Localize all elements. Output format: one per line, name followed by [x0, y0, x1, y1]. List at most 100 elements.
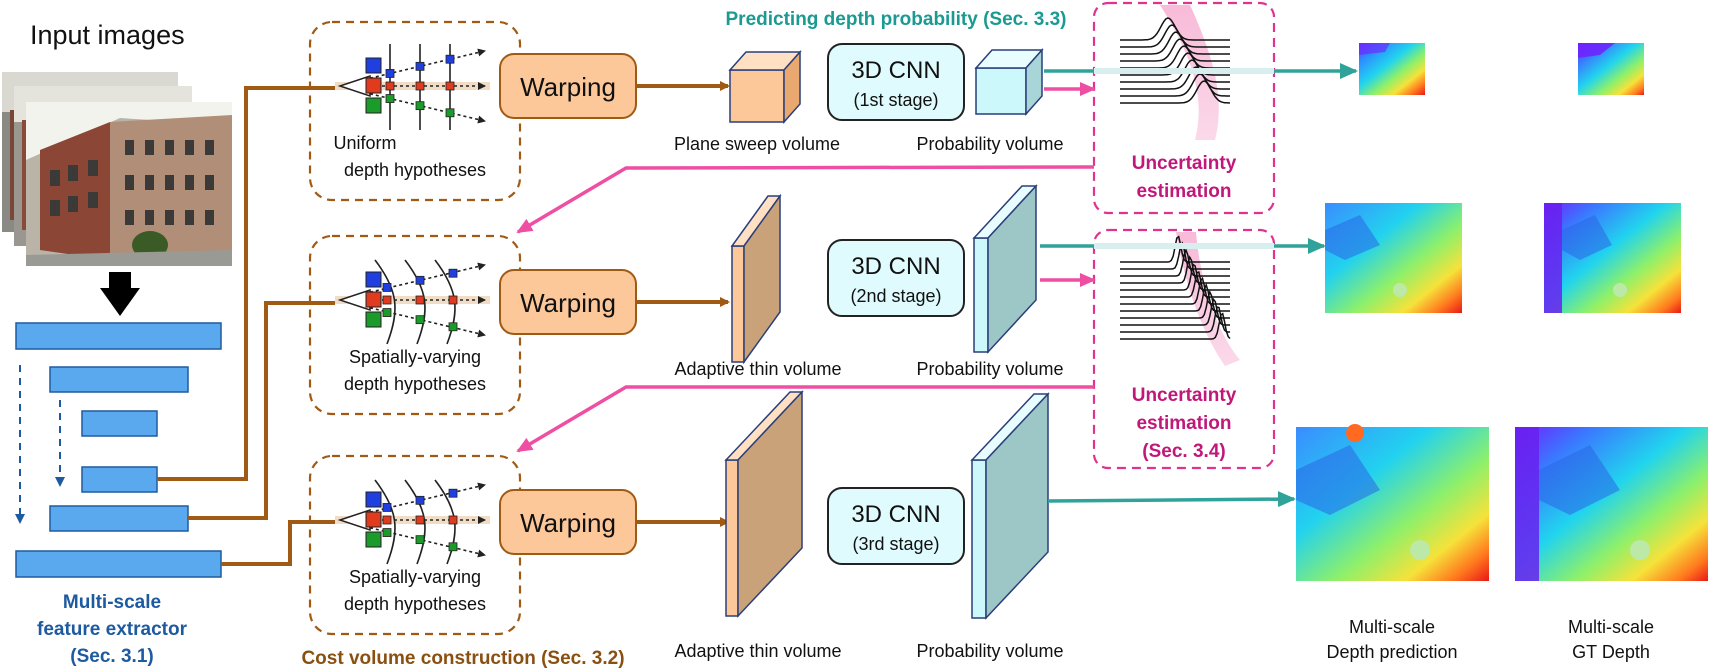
- depth-sample-point: [448, 295, 458, 305]
- hypotheses-label-1-line-1: Uniform: [333, 133, 396, 153]
- pixel-sample: [365, 77, 382, 94]
- depth-prediction-label-1: Multi-scale: [1349, 617, 1435, 637]
- hypotheses-label-3-line-2: depth hypotheses: [344, 594, 486, 614]
- pixel-sample: [365, 511, 382, 528]
- depth-sample-point: [385, 69, 395, 78]
- cnn-label-1: 3D CNN: [851, 57, 940, 84]
- magenta-feedback-arrow-2: [516, 385, 1094, 453]
- hypothesis-plane: [404, 259, 426, 345]
- uncertainty-label-1-line-2: estimation: [1136, 181, 1231, 202]
- distribution-curve: [1120, 306, 1230, 333]
- distribution-curve: [1120, 24, 1230, 48]
- distribution-curve: [1120, 263, 1230, 291]
- adaptive-thin-volume-2: [724, 390, 804, 618]
- connector-stage-1: [157, 86, 335, 481]
- warping-arrows: [636, 81, 730, 527]
- depth-sample-point: [415, 535, 425, 545]
- distribution-curve: [1120, 247, 1230, 277]
- depth-sample-point: [415, 81, 425, 91]
- uncertainty-box-2: [1092, 228, 1276, 470]
- distribution-curve: [1120, 38, 1230, 62]
- feature-bar-2: [49, 366, 189, 393]
- pixel-sample: [365, 531, 382, 548]
- gt-depth-image-1: [1578, 43, 1644, 95]
- adaptive-thin-volume-1: [730, 193, 782, 365]
- cnn-label-2: 3D CNN: [851, 253, 940, 280]
- connector-stage-3: [221, 520, 335, 566]
- distribution-curve: [1120, 80, 1231, 104]
- depth-sample-point: [448, 322, 458, 332]
- cnn-stage-2: (2nd stage): [850, 286, 941, 306]
- feature-bar-1: [15, 322, 222, 350]
- input-image-front: [26, 102, 232, 266]
- volume-label-2: Adaptive thin volume: [674, 359, 841, 379]
- connector-stage-2: [188, 301, 335, 520]
- warping-label-2: Warping: [520, 288, 616, 318]
- extractor-label-3: (Sec. 3.1): [70, 646, 153, 667]
- cnn-label-3: 3D CNN: [851, 501, 940, 528]
- prob-label-2: Probability volume: [916, 359, 1063, 379]
- uncertainty-band-1: [1160, 5, 1219, 140]
- feature-extractor: [15, 322, 222, 578]
- pixel-sample: [365, 97, 382, 114]
- distribution-curve: [1120, 66, 1230, 90]
- depth-prediction-label-2: Depth prediction: [1326, 642, 1457, 662]
- warping-box-3: Warping: [499, 489, 637, 555]
- hypothesis-plane: [374, 259, 396, 345]
- pixel-sample: [365, 291, 382, 308]
- feature-bar-6: [15, 550, 222, 578]
- depth-sample-point: [382, 308, 392, 317]
- distribution-curve: [1120, 31, 1230, 55]
- hypotheses-label-2-line-2: depth hypotheses: [344, 374, 486, 394]
- warping-box-1: Warping: [499, 53, 637, 119]
- depth-sample-point: [385, 81, 395, 91]
- cnn-box-2: 3D CNN (2nd stage): [827, 239, 965, 317]
- probability-distribution-curves-2: [1120, 235, 1231, 340]
- distribution-curve: [1120, 312, 1231, 340]
- depth-sample-point: [445, 54, 455, 64]
- extractor-label-2: feature extractor: [37, 619, 188, 640]
- depth-hypotheses-box-1: Uniform depth hypotheses: [308, 20, 522, 202]
- cost-volume-label: Cost volume construction (Sec. 3.2): [301, 648, 624, 669]
- plane-sweep-volume: [728, 50, 802, 124]
- gt-depth-label-2: GT Depth: [1572, 642, 1650, 662]
- distribution-curve: [1120, 297, 1230, 326]
- input-image-stack: [2, 72, 232, 266]
- depth-sample-point: [448, 515, 458, 525]
- probability-volume-1: [974, 48, 1044, 116]
- warping-box-2: Warping: [499, 269, 637, 335]
- uncertainty-label-1-line-1: Uncertainty: [1132, 153, 1237, 174]
- depth-sample-point: [415, 61, 425, 71]
- hypothesis-plane: [374, 479, 396, 565]
- depth-sample-point: [382, 295, 392, 305]
- magenta-feedback-arrow-1: [516, 165, 1095, 234]
- feature-bar-3: [81, 410, 158, 437]
- volume-label-1: Plane sweep volume: [674, 134, 840, 154]
- depth-sample-point: [415, 295, 425, 305]
- depth-prediction-image-1: [1359, 43, 1425, 95]
- gt-depth-image-2: [1544, 203, 1681, 313]
- distribution-curve: [1120, 289, 1230, 319]
- depth-prediction-image-2: [1325, 203, 1462, 313]
- cnn-box-1: 3D CNN (1st stage): [827, 43, 965, 121]
- depth-sample-point: [382, 283, 392, 292]
- gt-depth-image-3: [1515, 427, 1708, 581]
- distribution-curve: [1120, 255, 1230, 284]
- hypotheses-label-2-line-1: Spatially-varying: [349, 347, 481, 367]
- uncertainty-label-2-line-3: (Sec. 3.4): [1142, 441, 1225, 462]
- pixel-sample: [365, 57, 382, 74]
- cnn-stage-3: (3rd stage): [852, 534, 939, 554]
- feature-connectors: [157, 86, 335, 566]
- depth-sample-point: [382, 528, 392, 537]
- depth-sample-point: [382, 503, 392, 512]
- distribution-curve: [1120, 241, 1230, 270]
- depth-sample-point: [385, 94, 395, 103]
- hypotheses-label-1-line-2: depth hypotheses: [344, 160, 486, 180]
- hypothesis-plane: [404, 479, 426, 565]
- uncertainty-label-2-line-2: estimation: [1136, 413, 1231, 434]
- warping-label-1: Warping: [520, 72, 616, 102]
- depth-prediction-image-3: [1296, 424, 1489, 581]
- down-arrow-icon: [100, 272, 140, 316]
